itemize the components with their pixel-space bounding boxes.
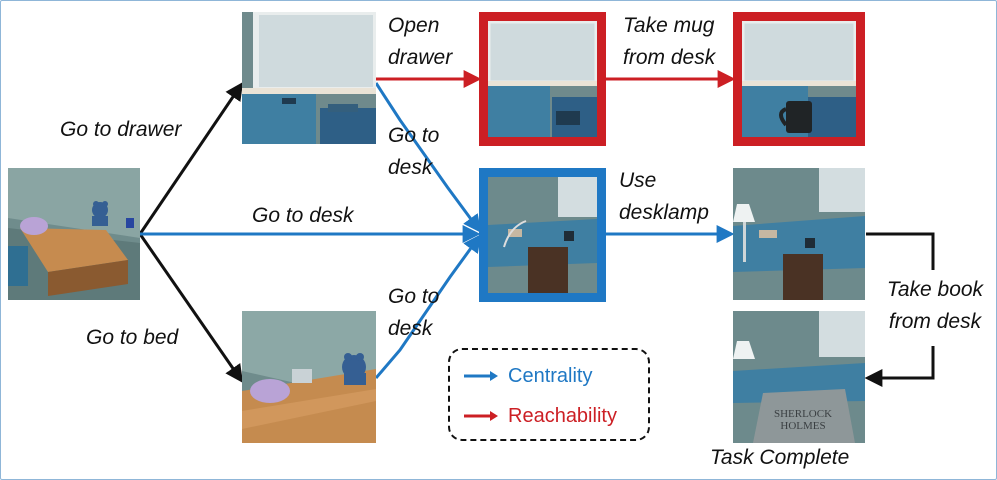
legend-centrality-arrow xyxy=(464,371,498,381)
label-go-to-desk-lower: Go to desk xyxy=(388,285,440,340)
legend-centrality-label: Centrality xyxy=(508,364,593,387)
legend-reachability: Reachability xyxy=(464,404,617,428)
book-title-line2: HOLMES xyxy=(780,420,825,432)
arrow-go-to-desk-upper xyxy=(374,82,482,233)
label-go-to-desk-upper: Go to desk xyxy=(388,124,440,179)
mug-scene-image xyxy=(733,12,865,146)
legend: Centrality Reachability xyxy=(448,348,650,441)
label-open-drawer: Open drawer xyxy=(388,14,453,69)
bed-scene-image xyxy=(242,311,376,443)
arrow-go-to-bed xyxy=(138,233,244,383)
label-take-book: Take book from desk xyxy=(886,278,984,333)
label-take-mug: Take mug from desk xyxy=(623,14,716,69)
legend-centrality: Centrality xyxy=(464,364,592,388)
label-go-to-desk-main: Go to desk xyxy=(252,204,354,227)
arrow-go-to-desk-lower xyxy=(374,234,482,379)
drawer-scene-image xyxy=(242,12,376,144)
legend-reachability-label: Reachability xyxy=(508,404,617,427)
label-go-to-bed: Go to bed xyxy=(86,326,179,349)
arrow-go-to-drawer xyxy=(138,82,244,235)
desk-scene-image xyxy=(479,168,606,302)
start-scene-image xyxy=(8,168,140,300)
legend-reachability-arrow xyxy=(464,411,498,421)
arrow-take-book xyxy=(866,232,935,270)
desklamp-scene-image xyxy=(733,168,865,300)
arrow-take-book-lower xyxy=(864,346,935,387)
label-use-desklamp: Use desklamp xyxy=(619,169,709,224)
label-go-to-drawer: Go to drawer xyxy=(60,118,182,141)
label-task-complete: Task Complete xyxy=(710,446,850,469)
opened-drawer-image xyxy=(479,12,606,146)
book-scene-image: SHERLOCK HOLMES xyxy=(733,311,865,443)
book-title-line1: SHERLOCK xyxy=(774,408,832,420)
